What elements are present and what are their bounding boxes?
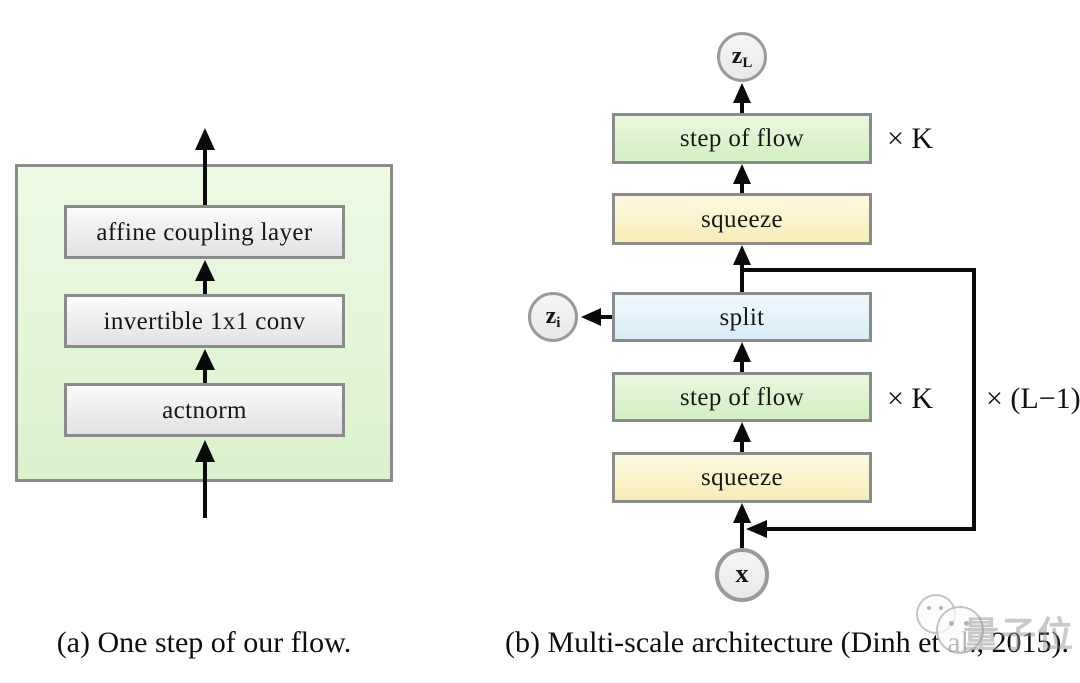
arrow-step2-to-split [733,342,751,372]
arrow-x-to-squeeze2 [733,503,751,548]
arrow-squeeze1-to-step1 [733,164,751,193]
split-box: split [612,292,872,342]
squeeze-top-label: squeeze [701,205,783,233]
times-l-minus-1-label: × (L−1) [986,382,1080,415]
step-of-flow-top-label: step of flow [679,125,805,152]
watermark-eye-dot [927,606,931,610]
step-of-flow-top-box: step of flow [612,113,872,164]
actnorm-label: actnorm [162,396,247,424]
times-k-bottom-label: × K [887,382,934,415]
watermark-eye-dot [939,606,943,610]
invertible-1x1-conv-label: invertible 1x1 conv [103,307,306,335]
arrow-output-of-step [195,128,215,207]
affine-coupling-layer-box: affine coupling layer [64,205,345,259]
watermark-logo-circle-large [936,606,984,654]
watermark-eye-dot [949,621,954,626]
arrow-split-to-squeeze1 [733,245,751,292]
watermark-eye-dot [964,621,969,626]
latent-zL-node: zL [717,32,767,82]
affine-coupling-layer-label: affine coupling layer [96,218,313,246]
invertible-1x1-conv-box: invertible 1x1 conv [64,294,345,348]
arrow-conv-to-coupling [195,260,215,294]
step-of-flow-bottom-label: step of flow [679,383,805,411]
arrow-input-to-actnorm [195,440,215,518]
caption-a: (a) One step of our flow. [56,626,352,659]
arrow-step1-to-zL [733,83,751,113]
split-label: split [719,303,765,331]
arrow-squeeze2-to-step2 [733,422,751,452]
input-x-node: x [715,548,769,602]
times-k-top-label: × K [887,122,934,155]
latent-zi-node: zi [528,292,578,342]
latent-zL-label: zL [731,42,753,71]
latent-zi-label: zi [545,302,561,331]
input-x-label: x [735,559,749,588]
arrow-actnorm-to-conv [195,349,215,383]
watermark-text: 量子位 [963,615,1075,655]
actnorm-box: actnorm [64,383,345,437]
squeeze-bottom-box: squeeze [612,452,872,503]
step-of-flow-bottom-box: step of flow [612,372,872,422]
arrow-split-to-zi [581,308,612,326]
skip-connection-recursion-line [742,268,976,538]
squeeze-top-box: squeeze [612,193,872,245]
squeeze-bottom-label: squeeze [701,464,783,491]
